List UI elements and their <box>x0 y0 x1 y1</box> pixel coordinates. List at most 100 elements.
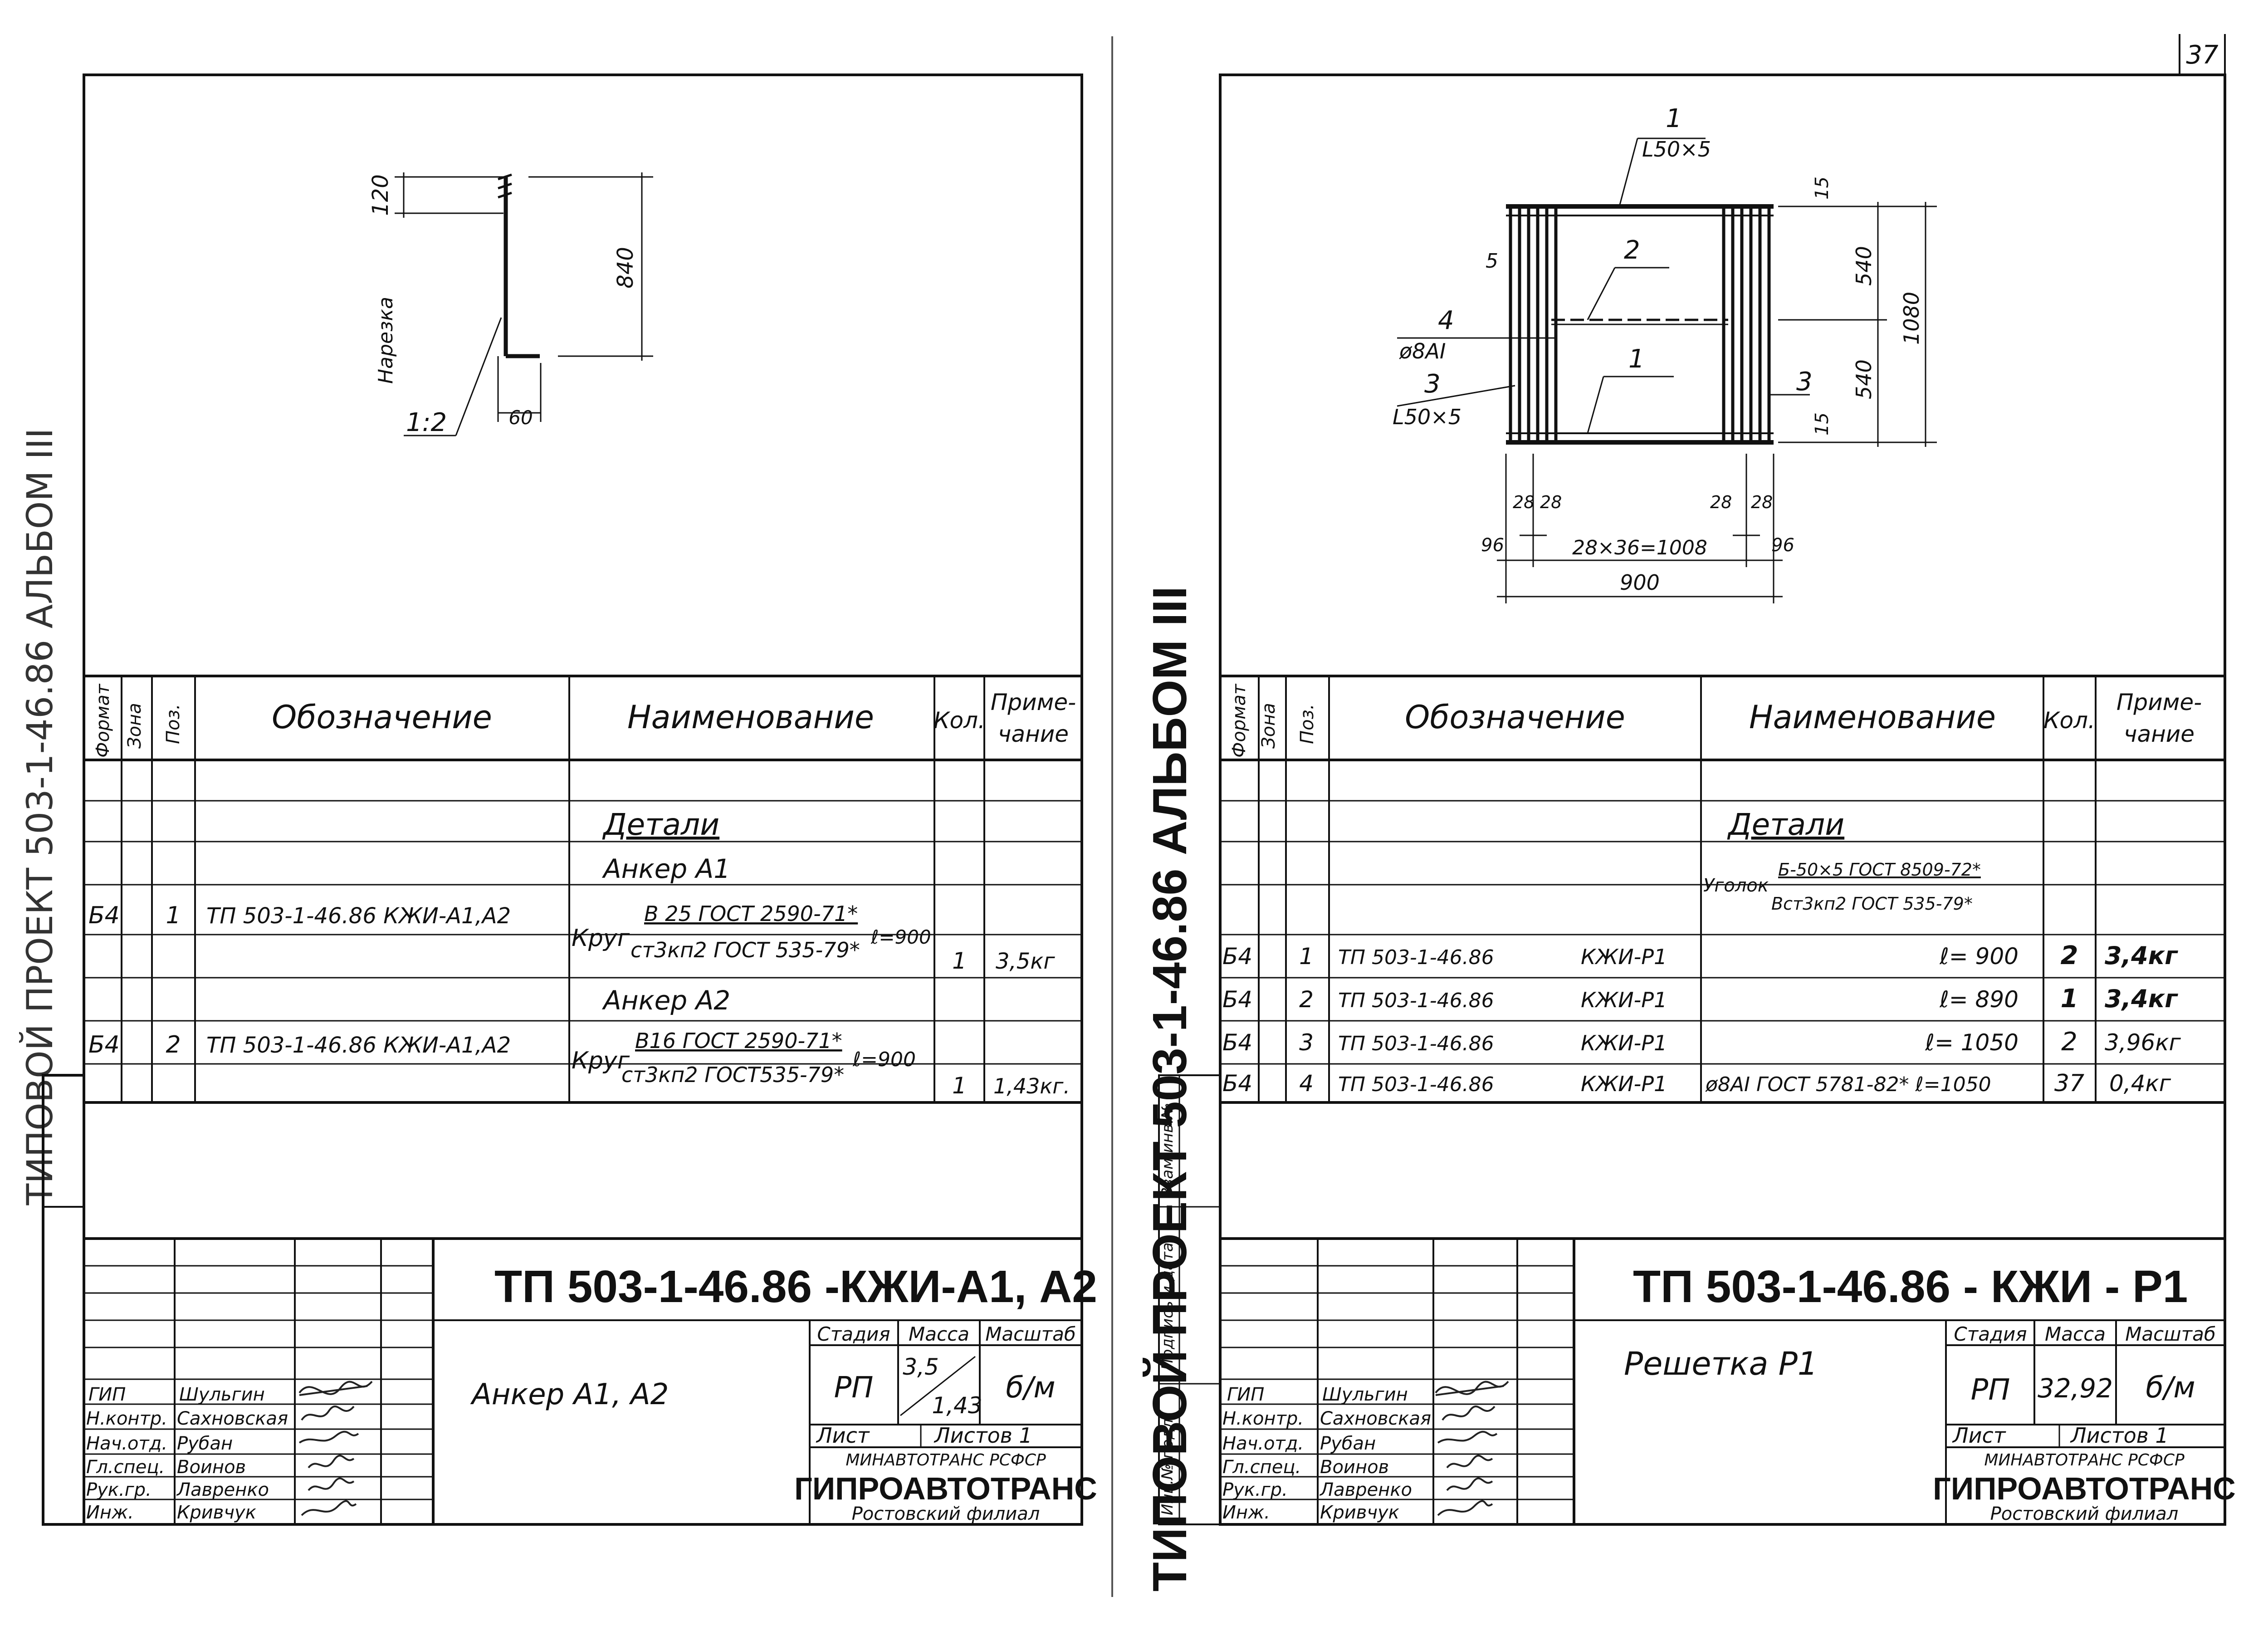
left-signatories: ГИП Н.контр. Нач.отд. Гл.спец. Рук.гр. И… <box>86 1384 288 1523</box>
callout-3-left: 3 <box>1424 369 1441 399</box>
r-hdr-format: Формат <box>1229 683 1250 758</box>
left-mass-label: Масса <box>909 1323 969 1345</box>
left-anchor-drawing <box>395 172 653 436</box>
right-side-labels: Инв.№ подл. Подпись и дата Взам.инв.№ <box>1158 1103 1177 1515</box>
left-scale: б/м <box>1006 1371 1055 1405</box>
right-org-top: МИНАВТОТРАНС РСФСР <box>1984 1451 2185 1469</box>
left-name-0: Шульгин <box>179 1384 265 1405</box>
r-row-3-name: ø8АI ГОСТ 5781-82* ℓ=1050 <box>1705 1073 1991 1096</box>
r-row-2-qty: 2 <box>2061 1027 2077 1057</box>
left-row-1-len: ℓ=900 <box>870 926 931 948</box>
left-row-3-len: ℓ=900 <box>852 1048 916 1071</box>
right-sheet <box>1158 34 2226 1526</box>
album-title-vertical: ТИПОВОЙ ПРОЕКТ 503-1-46.86 АЛЬБОМ III <box>1143 586 1197 1592</box>
left-mass-top: 3,5 <box>903 1354 939 1380</box>
left-name-3: Воинов <box>177 1457 246 1478</box>
left-table-header: Формат Зона Поз. Обозначение Наименовани… <box>93 683 1076 758</box>
label-cut: Нарезка <box>374 297 397 384</box>
dim-540-top: 540 <box>1852 246 1876 286</box>
left-row-0-name: Анкер А1 <box>601 853 730 884</box>
left-role-0: ГИП <box>88 1384 126 1405</box>
left-row-1-pos: 1 <box>166 902 181 929</box>
right-stage: РП <box>1971 1373 2010 1407</box>
right-role-3: Гл.спец. <box>1222 1457 1301 1478</box>
r-row-0-name: ℓ= 900 <box>1939 943 2019 970</box>
dim-96-left: 96 <box>1481 535 1504 556</box>
dim-96-right: 96 <box>1771 535 1794 556</box>
right-table-header: Формат Зона Поз. Обозначение Наименовани… <box>1229 683 2202 758</box>
left-sheets-label: Листов 1 <box>934 1423 1032 1448</box>
right-drawing-labels: 1 L50×5 2 4 ø8АI 3 L50×5 1 3 5 15 15 540… <box>1393 104 1924 595</box>
r-row-0-pos: 1 <box>1299 943 1314 970</box>
r-row-0-note: 3,4кг <box>2105 941 2178 970</box>
r-hdr-designation: Обозначение <box>1405 699 1625 736</box>
right-sheets-label: Листов 1 <box>2070 1423 2169 1448</box>
left-stamp-code: ТП 503-1-46.86 -КЖИ-А1, А2 <box>494 1261 1097 1312</box>
r-row-3-pos: 4 <box>1299 1070 1314 1097</box>
left-row-3-prefix: Круг <box>572 1047 630 1074</box>
right-frame <box>1219 73 2226 1526</box>
hdr-zone: Зона <box>124 703 145 749</box>
left-section-title: Детали <box>602 807 719 842</box>
left-row-3-qty: 1 <box>952 1073 967 1099</box>
right-role-0: ГИП <box>1227 1384 1264 1405</box>
dim-28-d: 28 <box>1751 492 1773 512</box>
left-title-block: ТП 503-1-46.86 -КЖИ-А1, А2 Анкер А1, А2 … <box>470 1261 1097 1524</box>
right-role-4: Рук.гр. <box>1222 1479 1288 1500</box>
callout-4: 4 <box>1438 306 1454 335</box>
left-edge-album-text: ТИПОВОЙ ПРОЕКТ 503-1-46.86 АЛЬБОМ III <box>19 428 61 1206</box>
r-row-0-doc: КЖИ-Р1 <box>1581 945 1667 969</box>
side-label-0: Инв.№ подл. <box>1158 1414 1177 1515</box>
r-row-3-qty: 37 <box>2054 1070 2084 1097</box>
right-grid-drawing <box>1397 137 1937 603</box>
right-scale-label: Масштаб <box>2125 1323 2216 1345</box>
left-role-5: Инж. <box>86 1502 134 1523</box>
left-row-3-bottom: ст3кп2 ГОСТ535-79* <box>621 1063 844 1087</box>
r-row-1-pos: 2 <box>1299 986 1314 1013</box>
r-row-1-qty: 1 <box>2061 984 2078 1014</box>
r-row-3-designation: ТП 503-1-46.86 <box>1338 1073 1494 1096</box>
left-scale-label: Масштаб <box>985 1323 1076 1345</box>
r-row-2-doc: КЖИ-Р1 <box>1581 1031 1667 1055</box>
r-hdr-qty: Кол. <box>2043 707 2095 734</box>
r-row-1-designation: ТП 503-1-46.86 <box>1338 989 1494 1012</box>
right-table-body: Детали Уголок Б-50×5 ГОСТ 8509-72* Вст3к… <box>1222 807 2181 1097</box>
left-frame <box>83 73 1083 1526</box>
right-name-1: Сахновская <box>1320 1408 1431 1429</box>
side-label-1: Подпись и дата <box>1158 1242 1177 1370</box>
r-row-2-note: 3,96кг <box>2105 1029 2181 1056</box>
right-name-3: Воинов <box>1320 1457 1389 1478</box>
left-row-1-note: 3,5кг <box>996 949 1055 974</box>
right-binding-strip <box>1158 1074 1221 1525</box>
r-row-0-qty: 2 <box>2061 941 2078 970</box>
r-row-0-designation: ТП 503-1-46.86 <box>1338 946 1494 969</box>
r-row-2-designation: ТП 503-1-46.86 <box>1338 1032 1494 1055</box>
r-row-2-name: ℓ= 1050 <box>1925 1029 2019 1056</box>
dim-840: 840 <box>613 247 638 289</box>
dim-900: 900 <box>1620 570 1660 595</box>
left-row-1-designation: ТП 503-1-46.86 КЖИ-А1,А2 <box>206 903 511 929</box>
left-row-1-qty: 1 <box>952 948 967 974</box>
label-slope: 1:2 <box>406 408 447 437</box>
r-row-1-doc: КЖИ-Р1 <box>1581 988 1667 1012</box>
right-org-name: ГИПРОАВТОТРАНС <box>1933 1471 2236 1506</box>
right-name-4: Лавренко <box>1319 1479 1412 1500</box>
dim-28-b: 28 <box>1540 492 1562 512</box>
left-role-1: Н.контр. <box>86 1408 167 1429</box>
page-number: 37 <box>2186 40 2219 70</box>
left-row-1-format: Б4 <box>88 902 120 929</box>
left-drawing-dims: 120 840 60 Нарезка 1:2 <box>368 174 638 437</box>
dim-15-bottom: 15 <box>1812 412 1833 436</box>
left-name-1: Сахновская <box>177 1408 288 1429</box>
left-org-top: МИНАВТОТРАНС РСФСР <box>846 1451 1046 1469</box>
dim-120: 120 <box>368 174 393 216</box>
right-scale: б/м <box>2146 1371 2195 1405</box>
hdr-note-2: чание <box>998 721 1069 747</box>
angle-bottom: Вст3кп2 ГОСТ 535-79* <box>1771 894 1973 914</box>
r-row-3-note: 0,4кг <box>2109 1070 2171 1097</box>
left-name-4: Лавренко <box>176 1479 269 1500</box>
album-title-text: ТИПОВОЙ ПРОЕКТ 503-1-46.86 АЛЬБОМ III <box>1143 586 1197 1592</box>
left-edge-label: ТИПОВОЙ ПРОЕКТ 503-1-46.86 АЛЬБОМ III <box>19 428 61 1206</box>
callout-4-label: ø8АI <box>1399 339 1446 363</box>
